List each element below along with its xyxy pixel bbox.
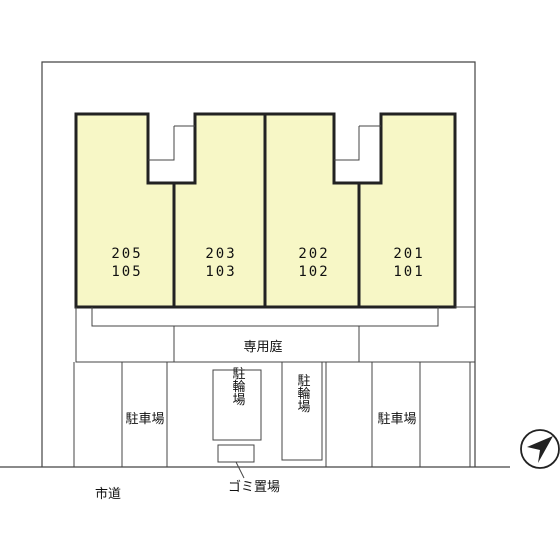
garbage-leader (235, 461, 245, 479)
bike-parking-text: 駐輪場 (295, 374, 311, 413)
compass-north-arrow-icon (520, 429, 560, 469)
bike-parking-text: 駐輪場 (230, 367, 246, 406)
unit-lower-label: 101 (393, 264, 424, 280)
unit-lower-label: 103 (205, 264, 236, 280)
parking-left-label: 駐車場 (125, 412, 164, 427)
unit-labels: 205 105 203 103 202 102 201 101 (111, 246, 424, 280)
city-road-label: 市道 (95, 486, 121, 502)
unit-upper-label: 201 (393, 246, 424, 262)
eave-line (91, 307, 439, 327)
building (74, 112, 457, 309)
garbage-label: ゴミ置場 (228, 479, 280, 495)
bike-parking-label-2: 駐輪場 (295, 374, 311, 413)
unit-lower-label: 105 (111, 264, 142, 280)
unit-upper-label: 203 (205, 246, 236, 262)
parking-right-label: 駐車場 (377, 412, 416, 427)
private-garden-label: 専用庭 (243, 339, 282, 355)
unit-lower-label: 102 (298, 264, 329, 280)
garbage-box (217, 444, 255, 463)
bike-parking-box-1 (212, 369, 262, 441)
property-boundary (41, 61, 476, 467)
unit-upper-label: 202 (298, 246, 329, 262)
bike-parking-label-1: 駐輪場 (230, 367, 246, 406)
lower-lots (73, 362, 471, 467)
bike-parking-box-2 (281, 361, 323, 461)
private-garden-area (75, 306, 475, 363)
balcony-outlines (148, 125, 381, 161)
unit-upper-label: 205 (111, 246, 142, 262)
